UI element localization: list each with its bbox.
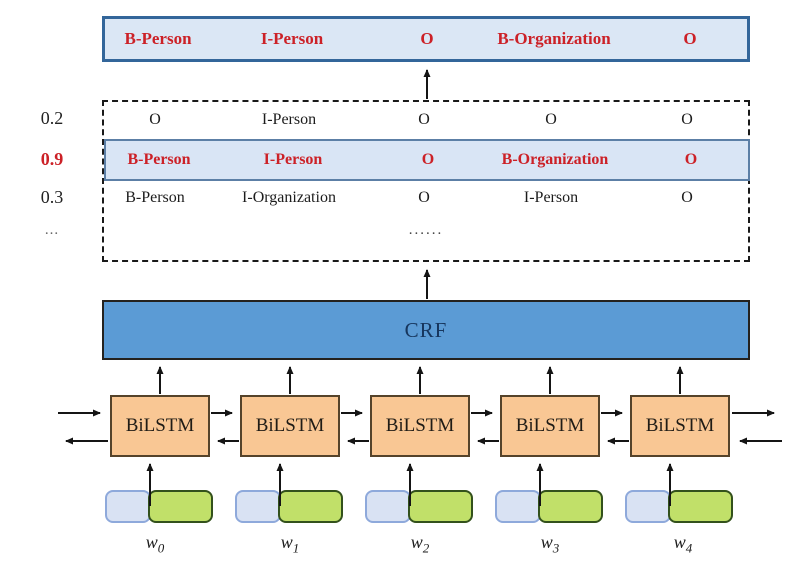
crf-label: CRF xyxy=(404,317,448,342)
word-subscript: 0 xyxy=(157,540,165,556)
char-embedding-box xyxy=(105,490,151,523)
bilstm-label: BiLSTM xyxy=(125,415,195,436)
bilstm-box: BiLSTM xyxy=(370,395,470,457)
candidate-label: O xyxy=(418,111,430,128)
word-subscript: 2 xyxy=(422,540,430,556)
word-label: w0 xyxy=(146,532,165,558)
word-embedding-box xyxy=(668,490,733,523)
word-symbol: w xyxy=(280,532,293,552)
candidate-label: O xyxy=(681,111,693,128)
bilstm-box: BiLSTM xyxy=(500,395,600,457)
bilstm-box: BiLSTM xyxy=(630,395,730,457)
word-subscript: 4 xyxy=(685,540,693,556)
candidate-label: I-Person xyxy=(263,151,323,168)
char-embedding-box xyxy=(625,490,671,523)
char-embedding-box xyxy=(495,490,541,523)
char-embedding-box xyxy=(365,490,411,523)
candidate-label: B-Person xyxy=(127,151,191,168)
candidate-label: B-Person xyxy=(125,189,185,206)
candidate-label: O xyxy=(421,151,435,168)
word-embedding-box xyxy=(408,490,473,523)
word-embedding-box xyxy=(538,490,603,523)
bilstm-box: BiLSTM xyxy=(240,395,340,457)
candidate-label: B-Organization xyxy=(501,151,609,168)
candidate-score: 0.3 xyxy=(40,187,64,207)
candidates-box xyxy=(102,100,750,262)
selected-candidate-row: B-Person I-Person O B-Organization O xyxy=(104,139,750,181)
candidate-row: O I-Person O O O xyxy=(102,105,750,135)
word-embedding-box xyxy=(148,490,213,523)
embedding-pair xyxy=(625,490,735,523)
candidate-label: O xyxy=(545,111,557,128)
output-label: I-Person xyxy=(260,29,324,48)
candidate-row: B-Person I-Organization O I-Person O xyxy=(102,183,750,213)
output-label: O xyxy=(420,29,434,48)
word-symbol: w xyxy=(410,532,423,552)
more-candidates-ellipsis: ... xyxy=(44,222,60,238)
candidate-label: O xyxy=(418,189,430,206)
bilstm-label: BiLSTM xyxy=(645,415,715,436)
embedding-pair xyxy=(365,490,475,523)
bilstm-label: BiLSTM xyxy=(385,415,455,436)
word-subscript: 3 xyxy=(552,540,560,556)
candidate-label: O xyxy=(684,151,698,168)
word-symbol: w xyxy=(540,532,553,552)
word-label: w2 xyxy=(411,532,430,558)
candidate-label: I-Organization xyxy=(242,189,336,206)
crf-box: CRF xyxy=(102,300,750,360)
bilstm-box: BiLSTM xyxy=(110,395,210,457)
selected-candidate-score: 0.9 xyxy=(40,149,64,169)
output-sequence-box: B-Person I-Person O B-Organization O xyxy=(102,16,750,62)
word-label: w3 xyxy=(541,532,560,558)
embedding-pair xyxy=(105,490,215,523)
bilstm-label: BiLSTM xyxy=(255,415,325,436)
word-subscript: 1 xyxy=(292,540,300,556)
bilstm-label: BiLSTM xyxy=(515,415,585,436)
word-symbol: w xyxy=(673,532,686,552)
embedding-pair xyxy=(495,490,605,523)
candidate-label: O xyxy=(149,111,161,128)
word-symbol: w xyxy=(145,532,158,552)
word-embedding-box xyxy=(278,490,343,523)
output-label: O xyxy=(683,29,697,48)
candidate-label: I-Person xyxy=(261,111,317,128)
candidate-score: 0.2 xyxy=(40,108,64,128)
output-label: B-Organization xyxy=(497,29,611,48)
candidate-label: O xyxy=(681,189,693,206)
embedding-pair xyxy=(235,490,345,523)
candidates-more-ellipsis: ...... xyxy=(408,222,444,238)
output-label: B-Person xyxy=(124,29,192,48)
char-embedding-box xyxy=(235,490,281,523)
candidate-label: I-Person xyxy=(523,189,579,206)
word-label: w1 xyxy=(281,532,300,558)
word-label: w4 xyxy=(674,532,693,558)
